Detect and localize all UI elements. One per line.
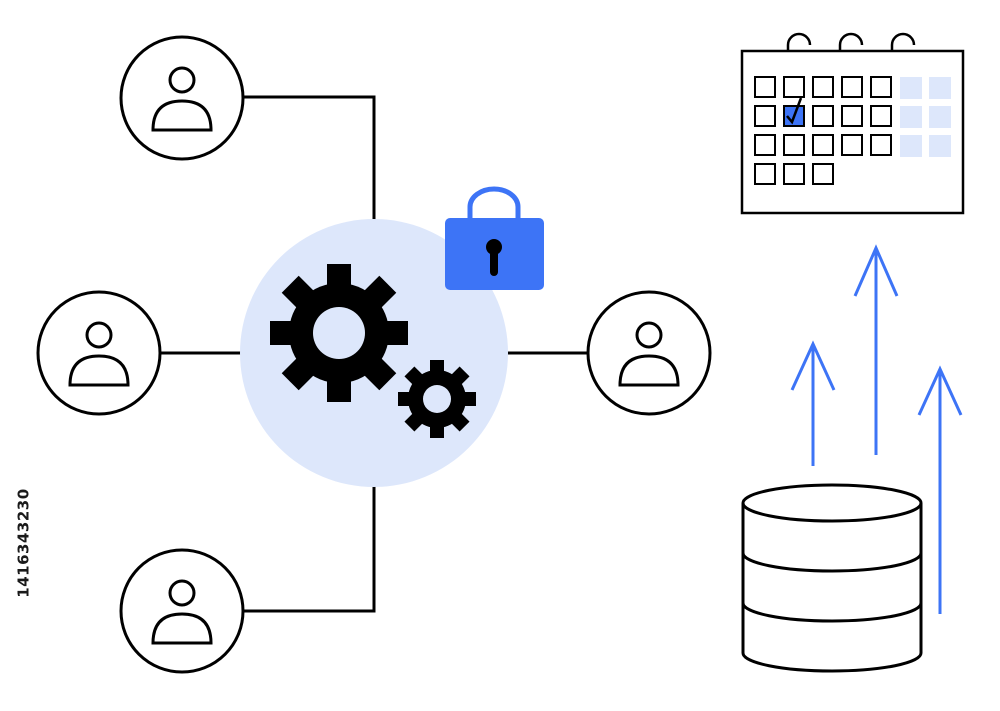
- calendar-day: [812, 105, 834, 127]
- calendar-icon: [740, 32, 965, 215]
- calendar-day: [754, 163, 776, 185]
- checkmark-icon: [786, 97, 803, 125]
- user-icon: [618, 321, 680, 387]
- small-gear-icon: [398, 360, 476, 438]
- calendar-day: [870, 105, 892, 127]
- up-arrow-icon: [853, 244, 899, 455]
- padlock-icon: [445, 186, 544, 290]
- user-bottom-left: [119, 548, 245, 674]
- user-right: [586, 290, 712, 416]
- calendar-day: [870, 134, 892, 156]
- calendar-day: [841, 105, 863, 127]
- stock-id-text: 1416343230: [15, 488, 33, 598]
- calendar-day: [812, 76, 834, 98]
- calendar-weekend-cell: [900, 77, 922, 99]
- user-mid-left: [36, 290, 162, 416]
- calendar-grid: [754, 76, 951, 185]
- calendar-weekend-cell: [929, 135, 951, 157]
- calendar-day: [870, 76, 892, 98]
- calendar-day: [812, 163, 834, 185]
- up-arrow-icon: [917, 365, 963, 614]
- connector-top-left: [244, 95, 376, 220]
- user-icon: [68, 321, 130, 387]
- calendar-day: [783, 163, 805, 185]
- connector-lines: [160, 95, 588, 613]
- calendar-weekend-cell: [929, 77, 951, 99]
- calendar-day: [783, 134, 805, 156]
- calendar-weekend-cell: [900, 106, 922, 128]
- calendar-day: [754, 134, 776, 156]
- calendar-rings: [786, 32, 916, 51]
- connector-bottom-left: [244, 486, 376, 613]
- up-arrow-icon: [790, 340, 836, 466]
- user-icon: [151, 66, 213, 132]
- calendar-day: [812, 134, 834, 156]
- calendar-day: [841, 76, 863, 98]
- user-icon: [151, 579, 213, 645]
- up-arrows: [790, 244, 963, 614]
- calendar-day: [754, 76, 776, 98]
- stock-id-watermark: 1416343230: [10, 466, 38, 620]
- calendar-day: [754, 105, 776, 127]
- calendar-weekend-cell: [929, 106, 951, 128]
- calendar-day: [841, 134, 863, 156]
- calendar-weekend-cell: [900, 135, 922, 157]
- database-icon: [741, 483, 923, 673]
- gear-icon: [270, 264, 408, 402]
- calendar-day: [783, 76, 805, 98]
- user-top-left: [119, 35, 245, 161]
